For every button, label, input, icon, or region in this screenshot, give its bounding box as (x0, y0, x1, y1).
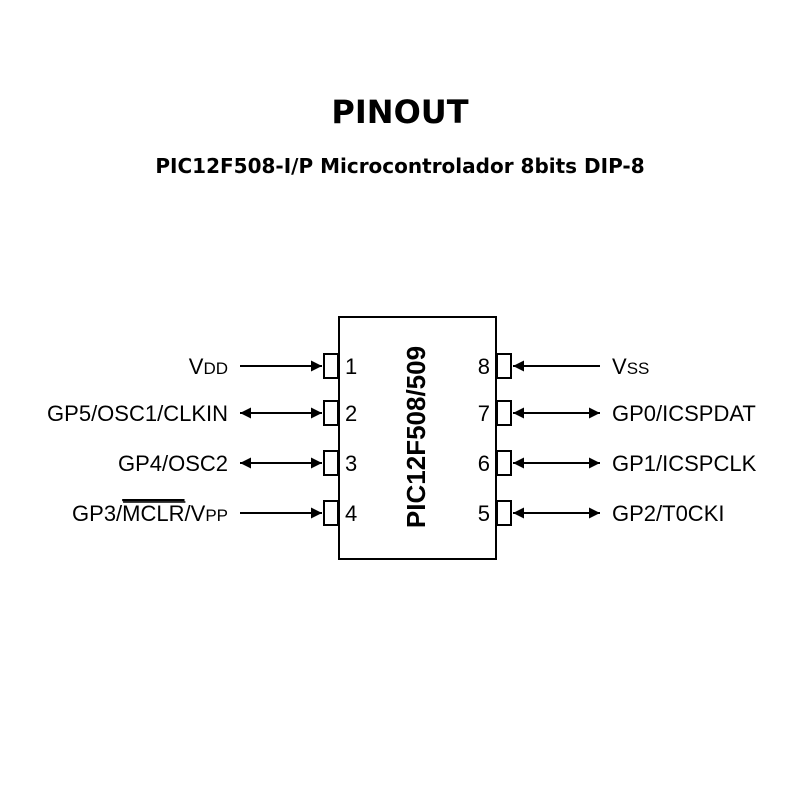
pin-pad (323, 500, 339, 526)
pin-pad (496, 500, 512, 526)
pin-pad (323, 450, 339, 476)
overline-text: MCLR (122, 501, 184, 526)
pin-pad (323, 353, 339, 379)
pin-number: 7 (478, 401, 490, 426)
pin-number: 6 (478, 451, 490, 476)
pin-5: 5 GP2/T0CKI (478, 500, 724, 526)
pin-2: 2 GP5/OSC1/CLKIN (47, 400, 357, 426)
pin-label: GP2/T0CKI (612, 501, 724, 526)
pin-3: 3 GP4/OSC2 (118, 450, 357, 476)
pin-label: GP5/OSC1/CLKIN (47, 401, 228, 426)
pin-1: 1 VDD (189, 353, 357, 379)
pin-pad (496, 400, 512, 426)
pin-pad (496, 450, 512, 476)
pin-number: 1 (345, 354, 357, 379)
pins-layer: 1 VDD 2 GP5/OSC1/CLKIN 3 GP4/OSC2 4 GP3/MCLR/VP… (47, 353, 757, 526)
pin-label: GP3/MCLR/VPP (72, 501, 228, 526)
pin-label: VDD (189, 354, 228, 379)
pin-number: 4 (345, 501, 357, 526)
pin-number: 2 (345, 401, 357, 426)
pin-label: GP1/ICSPCLK (612, 451, 757, 476)
pin-number: 8 (478, 354, 490, 379)
chip-name: PIC12F508/509 (401, 346, 431, 528)
pin-7: 7 GP0/ICSPDAT (478, 400, 756, 426)
pin-4: 4 GP3/MCLR/VPP (72, 500, 357, 526)
pin-8: 8 VSS (478, 353, 649, 379)
pin-number: 3 (345, 451, 357, 476)
chip-body (338, 316, 497, 560)
pin-label: VSS (612, 354, 649, 379)
pin-number: 5 (478, 501, 490, 526)
pin-6: 6 GP1/ICSPCLK (478, 450, 757, 476)
pin-pad (323, 400, 339, 426)
page-subtitle: PIC12F508-I/P Microcontrolador 8bits DIP… (155, 154, 645, 178)
pin-label: GP4/OSC2 (118, 451, 228, 476)
pin-label: GP0/ICSPDAT (612, 401, 756, 426)
page-title: PINOUT (331, 93, 469, 131)
pin-pad (496, 353, 512, 379)
